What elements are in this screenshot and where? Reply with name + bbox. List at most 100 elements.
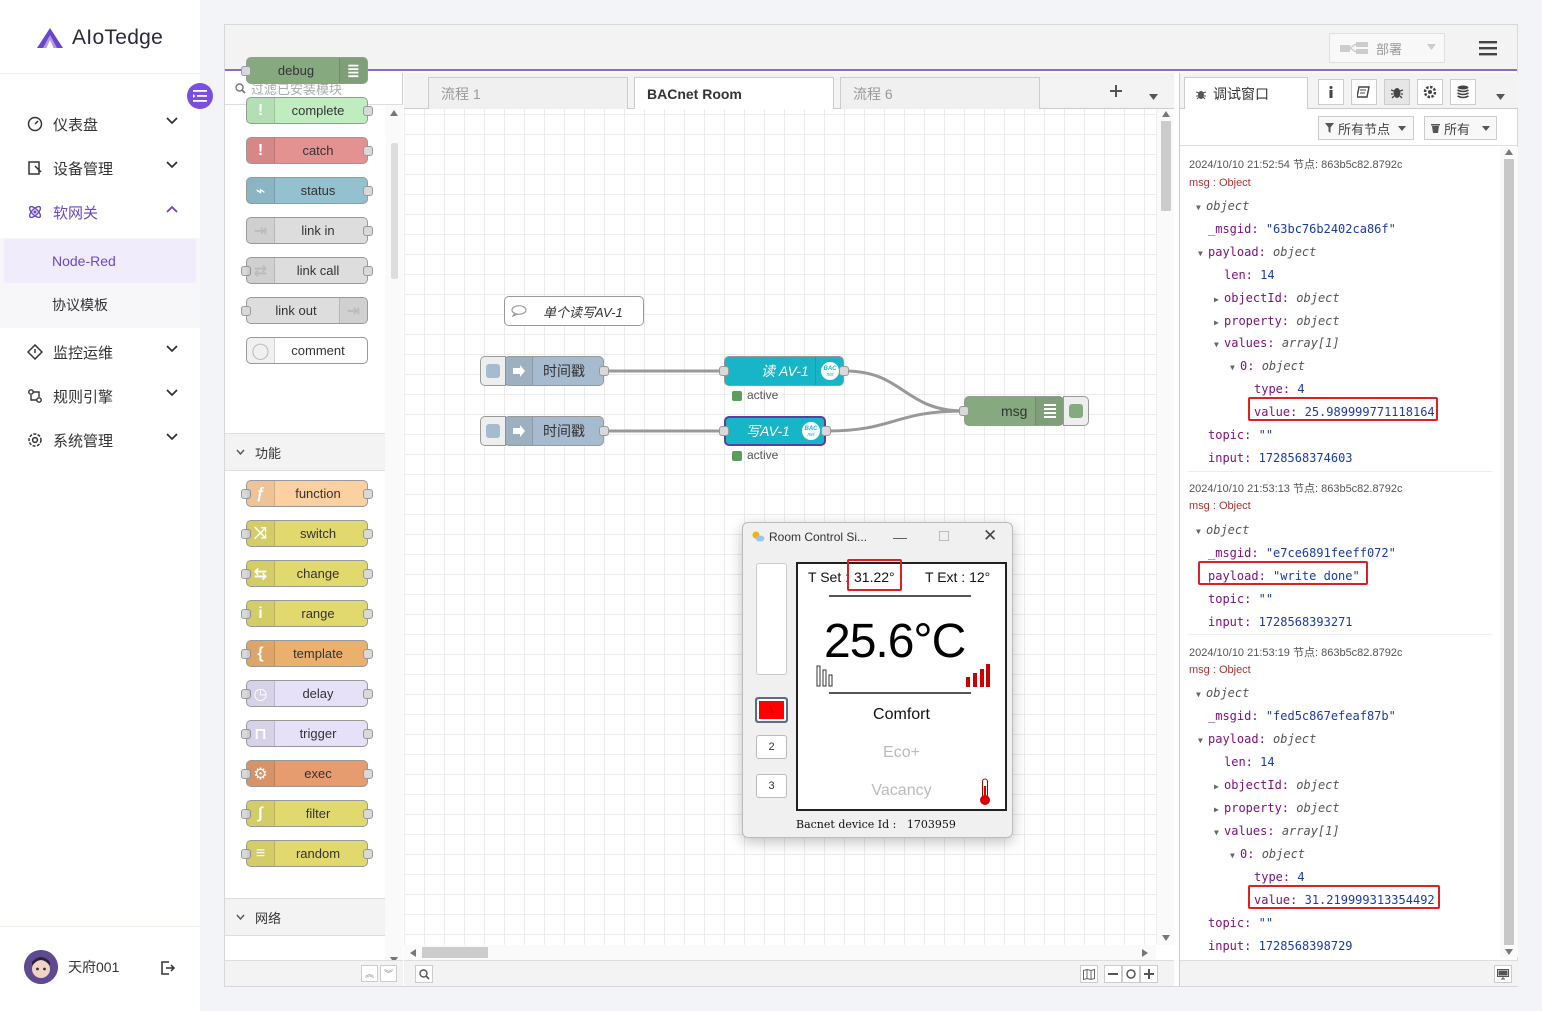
canvas-hscrollbar[interactable] xyxy=(404,945,1156,960)
info-tab-button[interactable] xyxy=(1318,79,1344,105)
palette-node-link-in[interactable]: ⇥link in xyxy=(246,217,373,244)
debug-scrollbar[interactable] xyxy=(1500,147,1518,957)
debug-tab-button[interactable] xyxy=(1384,79,1410,105)
palette-node-complete[interactable]: !complete xyxy=(246,97,373,124)
category-network[interactable]: 网络 xyxy=(225,898,385,936)
palette-node-debug[interactable]: ≣debug xyxy=(241,57,368,84)
tree-row[interactable]: ▼values: array[1] xyxy=(1214,336,1340,350)
palette-node-exec[interactable]: ⚙exec xyxy=(241,760,373,787)
minimize-button[interactable]: — xyxy=(893,529,907,545)
menu-dashboard[interactable]: 仪表盘 xyxy=(0,104,200,144)
mode-button-2[interactable]: 2 xyxy=(756,735,787,759)
inject-node[interactable]: 时间戳 xyxy=(480,416,609,446)
debug-message[interactable]: 2024/10/10 21:53:13 节点: 863b5c82.8792c m… xyxy=(1188,472,1492,635)
palette-scroll-thumb[interactable] xyxy=(391,143,398,279)
tree-row[interactable]: ▶property: object xyxy=(1214,314,1340,328)
tree-row[interactable]: ▼0: object xyxy=(1230,359,1306,373)
expand-all-button[interactable]: ︾ xyxy=(380,965,397,982)
close-button[interactable]: ✕ xyxy=(983,526,998,545)
flow-list-button[interactable] xyxy=(1149,87,1158,105)
menu-monitoring[interactable]: 监控运维 xyxy=(0,332,200,372)
tree-row[interactable]: ▼values: array[1] xyxy=(1214,824,1340,838)
debug-scroll-thumb[interactable] xyxy=(1504,159,1514,945)
open-debug-window-button[interactable] xyxy=(1494,965,1512,983)
tree-row[interactable]: ▶objectId: object xyxy=(1214,778,1340,792)
collapse-menu-button[interactable] xyxy=(187,83,213,109)
comment-node[interactable]: 单个读写AV-1 xyxy=(504,296,644,326)
mode-button-3[interactable]: 3 xyxy=(756,774,787,798)
debug-toggle-button[interactable] xyxy=(1063,396,1089,426)
palette-node-random[interactable]: ≡random xyxy=(241,840,373,867)
tree-row[interactable]: ▼object xyxy=(1196,199,1250,213)
palette-node-delay[interactable]: ◷delay xyxy=(241,680,373,707)
deploy-button[interactable]: 部署 xyxy=(1329,33,1445,63)
main-menu-button[interactable] xyxy=(1479,40,1497,61)
help-tab-button[interactable] xyxy=(1351,79,1377,105)
palette-node-switch[interactable]: ⤨switch xyxy=(241,520,373,547)
submenu-node-red[interactable]: Node-Red xyxy=(4,239,196,283)
tree-row[interactable]: ▼object xyxy=(1196,523,1250,537)
tab-debug[interactable]: 调试窗口 xyxy=(1184,77,1308,109)
tab-bacnet-room[interactable]: BACnet Room xyxy=(634,77,834,110)
tab-flow-6[interactable]: 流程 6 xyxy=(840,77,1040,109)
palette-node-filter[interactable]: ∫filter xyxy=(241,800,373,827)
palette-node-comment[interactable]: ◯comment xyxy=(246,337,368,364)
menu-device-management[interactable]: 设备管理 xyxy=(0,148,200,188)
input-port[interactable] xyxy=(719,366,729,376)
tab-flow-1[interactable]: 流程 1 xyxy=(428,77,628,109)
maximize-button[interactable] xyxy=(939,531,949,541)
debug-node[interactable]: msg xyxy=(959,396,1089,426)
palette-node-link-call[interactable]: ⇄link call xyxy=(241,257,373,284)
menu-soft-gateway[interactable]: 软网关 xyxy=(0,192,200,232)
inject-button[interactable] xyxy=(480,416,506,446)
palette-scrollbar[interactable] xyxy=(385,105,403,965)
palette-node-status[interactable]: ⌁status xyxy=(246,177,373,204)
category-function[interactable]: 功能 xyxy=(225,433,385,471)
input-port[interactable] xyxy=(719,426,729,436)
tree-row[interactable]: ▼object xyxy=(1196,686,1250,700)
debug-message[interactable]: 2024/10/10 21:52:54 节点: 863b5c82.8792c m… xyxy=(1188,147,1492,472)
menu-rule-engine[interactable]: 规则引擎 xyxy=(0,376,200,416)
canvas-hscroll-thumb[interactable] xyxy=(422,947,488,958)
tree-row[interactable]: ▶objectId: object xyxy=(1214,291,1340,305)
zoom-in-button[interactable] xyxy=(1140,965,1158,983)
tree-row[interactable]: ▼0: object xyxy=(1230,847,1306,861)
input-port[interactable] xyxy=(959,406,969,416)
tree-row[interactable]: ▶property: object xyxy=(1214,801,1340,815)
flow-canvas[interactable]: 单个读写AV-1 时间戳 时间戳 xyxy=(404,109,1156,945)
palette-node-catch[interactable]: !catch xyxy=(246,137,373,164)
palette-node-change[interactable]: ⇆change xyxy=(241,560,373,587)
inject-node[interactable]: 时间戳 xyxy=(480,356,609,386)
context-tab-button[interactable] xyxy=(1450,79,1476,105)
zoom-out-button[interactable] xyxy=(1104,965,1122,983)
add-flow-button[interactable] xyxy=(1110,81,1122,102)
zoom-reset-button[interactable] xyxy=(1122,965,1140,983)
avatar[interactable] xyxy=(24,950,58,984)
output-port[interactable] xyxy=(821,426,831,436)
palette-node-link-out[interactable]: ⇥link out xyxy=(241,297,368,324)
navigator-button[interactable] xyxy=(1080,965,1098,983)
tree-row[interactable]: ▼payload: object xyxy=(1198,732,1317,746)
output-port[interactable] xyxy=(839,366,849,376)
palette-node-template[interactable]: {template xyxy=(241,640,373,667)
sidebar-menu-button[interactable] xyxy=(1496,87,1505,105)
tree-row[interactable]: ▼payload: object xyxy=(1198,245,1317,259)
menu-system-management[interactable]: 系统管理 xyxy=(0,420,200,460)
clear-messages-select[interactable]: 所有 xyxy=(1424,116,1497,140)
output-port[interactable] xyxy=(599,366,609,376)
search-flows-button[interactable] xyxy=(415,965,433,983)
filter-nodes-select[interactable]: 所有节点 xyxy=(1318,116,1414,140)
output-port[interactable] xyxy=(599,426,609,436)
logout-button[interactable] xyxy=(160,960,176,981)
caret-down-icon[interactable] xyxy=(1427,44,1436,50)
canvas-vscroll-thumb[interactable] xyxy=(1161,121,1171,211)
palette-node-trigger[interactable]: ⊓trigger xyxy=(241,720,373,747)
config-tab-button[interactable] xyxy=(1417,79,1443,105)
canvas-vscrollbar[interactable] xyxy=(1156,109,1174,945)
collapse-all-button[interactable]: ︽ xyxy=(361,965,378,982)
debug-message[interactable]: 2024/10/10 21:53:19 节点: 863b5c82.8792c m… xyxy=(1188,635,1492,957)
